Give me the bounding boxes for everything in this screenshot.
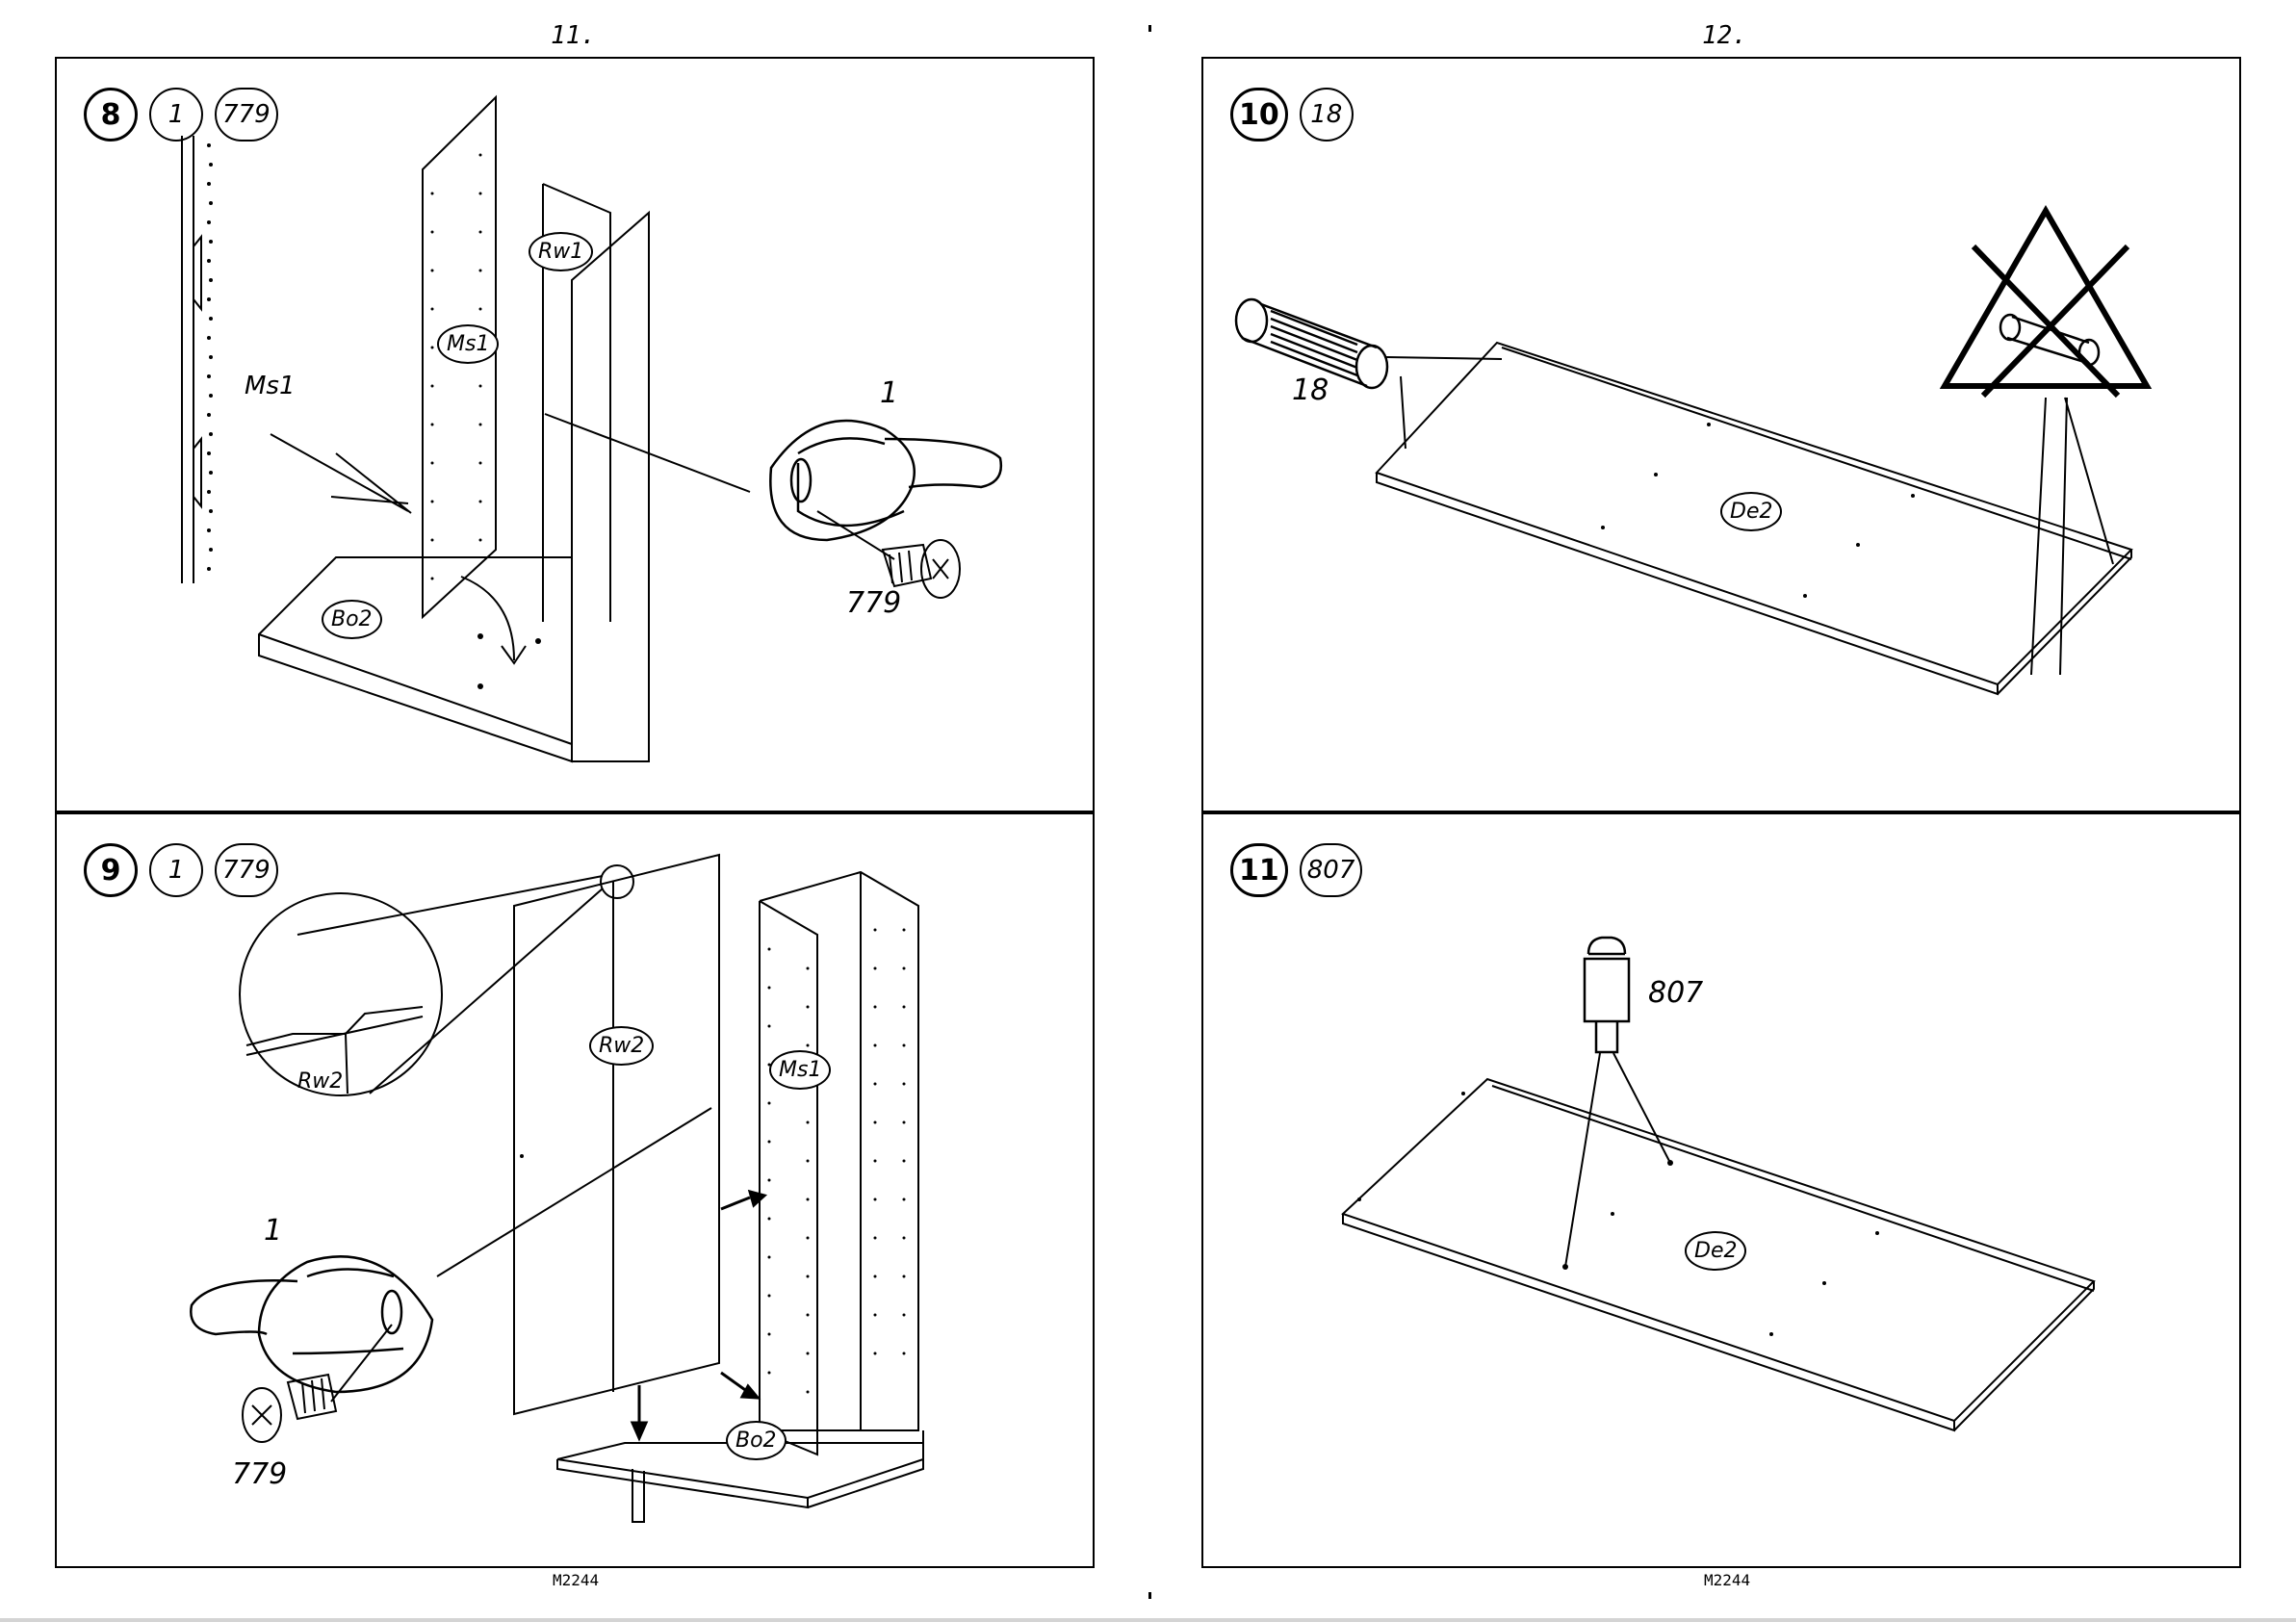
- panel-tag: Ms1: [437, 324, 499, 364]
- detail-label: Rw2: [297, 1069, 343, 1094]
- screw-icon: [817, 511, 960, 598]
- page-bottom-edge: [0, 1618, 2296, 1622]
- step-8-panel: 8 1 779: [55, 57, 1095, 812]
- step-8-illustration: [57, 59, 1093, 811]
- screw-label: 779: [846, 586, 901, 620]
- step-9-panel: 9 1 779: [55, 812, 1095, 1568]
- panel-tag: Rw1: [529, 232, 593, 271]
- model-code-right: M2244: [1704, 1571, 1750, 1589]
- arrow-icon: [632, 1192, 764, 1438]
- panel-tag: Rw2: [589, 1026, 654, 1066]
- step-9-illustration: [57, 814, 1093, 1566]
- screw-label: 779: [232, 1457, 287, 1491]
- cam-connector-icon: [770, 421, 1001, 540]
- step-10-panel: 10 18 18 De2: [1201, 57, 2241, 812]
- step-11-illustration: [1203, 814, 2239, 1566]
- edge-detail-icon: [182, 136, 213, 583]
- screw-icon: [243, 1325, 392, 1442]
- no-hammer-warning-icon: [1945, 211, 2147, 396]
- model-code-left: M2244: [553, 1571, 599, 1589]
- shelf-pin-icon: [1585, 938, 1629, 1052]
- step-11-panel: 11 807 807 De2: [1201, 812, 2241, 1568]
- cam-connector-icon: [191, 1256, 432, 1392]
- pin-label: 807: [1648, 976, 1703, 1010]
- panel-tag: Bo2: [322, 600, 382, 639]
- fold-mark-bottom: [1148, 1592, 1151, 1599]
- arrow-icon: [461, 577, 514, 660]
- panel-tag: De2: [1720, 492, 1782, 531]
- connector-label: 1: [264, 1214, 282, 1248]
- fold-mark-top: [1148, 25, 1151, 32]
- panel-tag: De2: [1685, 1231, 1746, 1271]
- page-number-left: 11.: [551, 21, 596, 50]
- panel-tag: Bo2: [726, 1421, 787, 1460]
- part-label: Ms1: [245, 372, 296, 400]
- panel-tag: Ms1: [769, 1050, 831, 1090]
- connector-label: 1: [880, 376, 898, 410]
- page-number-right: 12.: [1702, 21, 1747, 50]
- step-10-illustration: [1203, 59, 2239, 811]
- dowel-label: 18: [1292, 373, 1329, 407]
